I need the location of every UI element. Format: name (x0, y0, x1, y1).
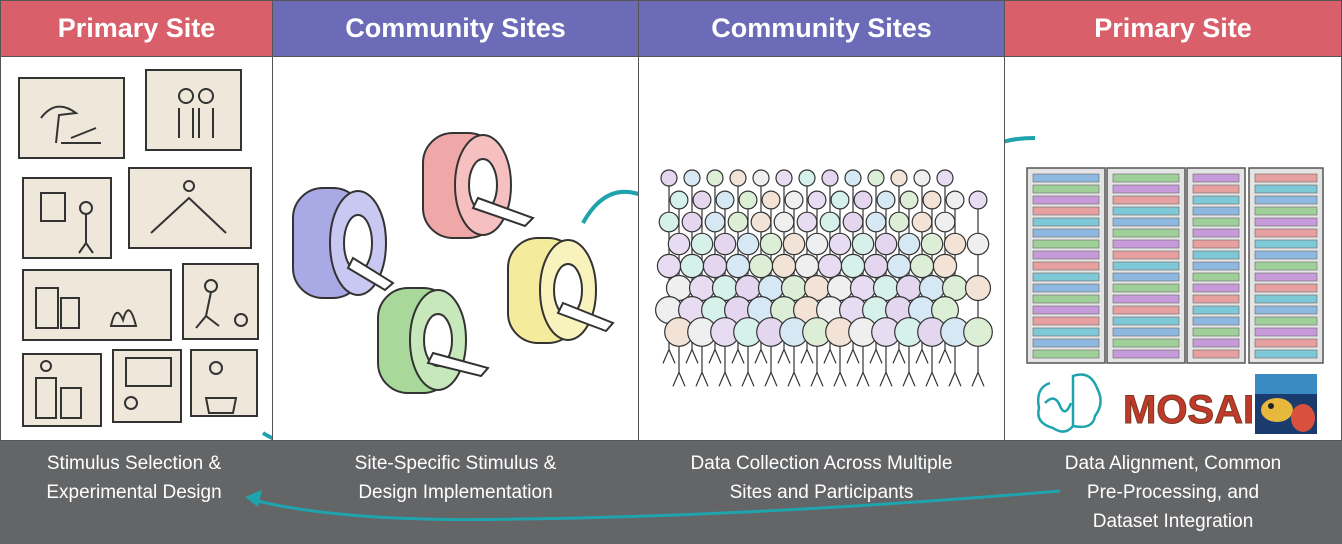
crowd-illustration (639, 58, 1004, 440)
participant-figure (940, 317, 970, 387)
panel-data-integration: Primary Site MOSAIC (1004, 0, 1342, 441)
server-rack (1106, 167, 1186, 364)
caption-data-collection: Data Collection Across Multiple Sites an… (690, 453, 953, 503)
panel-header: Community Sites (639, 1, 1004, 57)
mri-scanner-blue (292, 187, 395, 299)
panel-header: Community Sites (273, 1, 638, 57)
brain-logo (1036, 373, 1102, 433)
participant-figure (683, 169, 701, 227)
stimulus-photo-collage (1, 58, 272, 440)
caption-data-integration: Data Alignment, Common Pre-Processing, a… (1064, 453, 1282, 532)
participant-figure (936, 169, 954, 227)
coral-reef-image (1255, 374, 1317, 434)
caption-site-implementation: Site-Specific Stimulus & Design Implemen… (354, 453, 557, 503)
mri-scanner-red (422, 132, 535, 239)
panel-stimulus-selection: Primary Site (0, 0, 273, 441)
participant-figure (706, 169, 724, 227)
photo-beach (18, 77, 125, 159)
return-arrow (245, 489, 1061, 522)
participant-figure (890, 169, 908, 227)
server-rack (1248, 167, 1324, 364)
photo-campfire (22, 269, 172, 341)
participant-figure (729, 169, 747, 227)
photo-runner (182, 263, 259, 340)
server-racks (1005, 136, 1324, 364)
photo-museum (22, 177, 112, 259)
server-rack (1186, 167, 1246, 364)
participants-crowd (655, 169, 993, 387)
stimulus-photos-illustration (18, 69, 272, 440)
mri-scanners-illustration (273, 58, 638, 440)
panel-data-collection: Community Sites (638, 0, 1005, 441)
server-illustration: MOSAIC (1005, 58, 1341, 440)
panel-header: Primary Site (1005, 1, 1341, 57)
participant-figure (871, 317, 901, 387)
mri-scanner-green (377, 287, 490, 394)
mri-scanner-yellow (507, 237, 615, 344)
photo-cooking (190, 349, 258, 417)
participant-figure (664, 317, 694, 387)
panel-header: Primary Site (1, 1, 272, 57)
workflow-footer: Stimulus Selection & Experimental Design… (0, 441, 1342, 544)
server-rack (1026, 167, 1106, 364)
participant-figure (963, 317, 993, 387)
photo-mountain (128, 167, 252, 249)
panel-site-implementation: Community Sites (272, 0, 639, 441)
participant-figure (733, 317, 763, 387)
participant-figure (821, 169, 839, 227)
caption-stimulus-selection: Stimulus Selection & Experimental Design (46, 453, 222, 503)
participant-figure (968, 190, 988, 250)
